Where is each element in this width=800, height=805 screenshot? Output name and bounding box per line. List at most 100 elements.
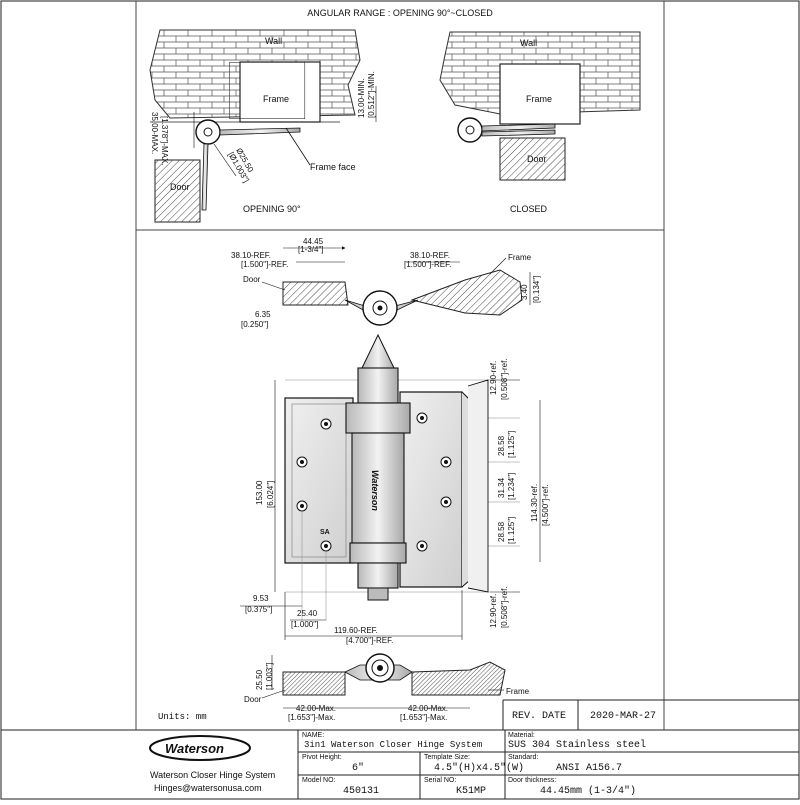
front-view: Waterson SA 12.90-ref. [0.508"]-ref. 28.…: [240, 333, 550, 645]
material-label: Material:: [508, 732, 535, 739]
name-value: 3in1 Waterson Closer Hinge System: [304, 740, 483, 750]
angular-range-title: ANGULAR RANGE : OPENING 90°~CLOSED: [307, 8, 493, 18]
template-value: 4.5"(H)x4.5"(W): [434, 763, 525, 774]
dim-leaf-ref-in: [4.500"]-ref.: [541, 484, 550, 526]
bottom-dim-height: 25.50: [255, 669, 264, 690]
dim-height-in: [6.024"]: [266, 481, 275, 508]
plan-frame-label: Frame: [508, 253, 532, 262]
model-label: Model NO:: [302, 777, 336, 784]
dim-width-ref-in: [4.700"]-REF.: [346, 636, 393, 645]
serial-value: K51MP: [456, 786, 487, 797]
adjust-screw: [367, 587, 389, 601]
screw-holes-right: [416, 412, 452, 552]
template-label: Template Size:: [424, 754, 470, 761]
closed-view: Wall Frame Door CLOSED: [439, 31, 641, 214]
dim-edge-in: [0.375"]: [245, 605, 272, 614]
plan-dim-width: 44.45: [303, 237, 324, 246]
door-thickness-value: 44.45mm (1-3/4"): [540, 786, 637, 797]
frame-right: [499, 63, 581, 125]
bottom-frame-label: Frame: [506, 687, 530, 696]
dim-13-min: 13.00-MIN.: [357, 78, 366, 118]
bottom-door-label: Door: [244, 695, 262, 704]
knuckle-body: [351, 432, 405, 544]
standard-value: ANSI A156.7: [556, 763, 623, 774]
units-note: Units: mm: [158, 712, 207, 722]
finial-top: [361, 333, 395, 369]
door-right: [499, 137, 566, 181]
plan-frame: [410, 269, 523, 316]
pivot-value: 6": [352, 763, 365, 774]
opening-90-view: Wall Frame Door Frame face OPENING 90° 3…: [149, 29, 377, 223]
leaf-door-left: [201, 143, 209, 211]
dim-width-ref: 119.60-REF.: [334, 626, 378, 635]
plan-ref-left: 38.10-REF.: [231, 251, 271, 260]
model-value: 450131: [343, 786, 380, 797]
serial-label: Serial NO:: [424, 777, 457, 784]
bottom-max-left: 42.00-Max.: [296, 704, 336, 713]
rev-label: REV. DATE: [512, 711, 567, 722]
knuckle-bottom: [357, 562, 399, 589]
company-email: Hinges@watersonusa.com: [154, 783, 262, 793]
plan-gap: 3.40: [520, 284, 529, 300]
pivot-label: Pivot Height:: [302, 754, 342, 761]
waterson-logo: Waterson: [149, 735, 251, 761]
dim-bottom-ref: 12.90-ref.: [489, 594, 498, 628]
dim-bottom-ref-in: [0.508"]-ref.: [500, 586, 509, 628]
dim-hole-spacing-in: [1.000"]: [291, 620, 318, 629]
plan-ref-left-in: [1.500"]-REF.: [241, 260, 288, 269]
plan-offset-in: [0.250"]: [241, 320, 268, 329]
company-name: Waterson Closer Hinge System: [150, 770, 276, 780]
dim-hole-b-in: [1.234"]: [507, 473, 516, 500]
bottom-view: 25.50 [1.003"] Door Frame 42.00-Max. [1.…: [244, 653, 530, 722]
wall-label-left: Wall: [265, 36, 282, 46]
brand-name: Waterson: [165, 741, 224, 756]
bottom-max-right-in: [1.653"]-Max.: [400, 713, 447, 722]
dim-edge: 9.53: [253, 594, 269, 603]
dim-13-min-in: [0.512"]-MIN.: [367, 71, 376, 118]
knuckle-top: [357, 367, 399, 404]
frame-left: [239, 61, 321, 123]
plan-door-label: Door: [243, 275, 261, 284]
title-block-grid: [1, 699, 799, 799]
frame-label-right: Frame: [526, 94, 552, 104]
bottom-max-right: 42.00-Max.: [408, 704, 448, 713]
bottom-door: [282, 671, 346, 696]
frame-label-left: Frame: [263, 94, 289, 104]
plan-gap-in: [0.134"]: [532, 276, 541, 303]
dim-hole-b: 31.34: [497, 477, 506, 498]
door-label-right: Door: [527, 154, 547, 164]
rev-date: 2020-MAR-27: [590, 711, 657, 722]
bottom-dim-height-in: [1.003"]: [265, 663, 274, 690]
plan-dim-width-in: [1-3/4"]: [298, 245, 324, 254]
bottom-frame: [411, 661, 506, 696]
wall-label-right: Wall: [520, 38, 537, 48]
screw-holes-left: [296, 418, 332, 552]
bottom-max-left-in: [1.653"]-Max.: [288, 713, 335, 722]
door-thickness-label: Door thickness:: [508, 777, 557, 784]
closed-caption: CLOSED: [510, 204, 548, 214]
sa-stamp: SA: [320, 529, 330, 536]
plan-offset: 6.35: [255, 310, 271, 319]
material-value: SUS 304 Stainless steel: [508, 740, 647, 751]
standard-label: Standard:: [508, 754, 539, 761]
name-label: NAME:: [302, 732, 325, 739]
dim-hole-c-in: [1.125"]: [507, 517, 516, 544]
dim-35-max: 35.00-MAX.: [150, 112, 159, 154]
door-label-left: Door: [170, 182, 190, 192]
leaf-frame-left: [219, 127, 301, 136]
dim-hole-spacing: 25.40: [297, 609, 318, 618]
knuckle-logo: Waterson: [370, 470, 380, 511]
opening-90-caption: OPENING 90°: [243, 204, 301, 214]
plan-ref-right: 38.10-REF.: [410, 251, 450, 260]
plan-ref-right-in: [1.500"]-REF.: [404, 260, 451, 269]
frame-face-label: Frame face: [310, 162, 356, 172]
dim-hole-a-in: [1.125"]: [507, 431, 516, 458]
dim-leaf-ref: 114.30-ref.: [530, 484, 539, 522]
front-left-leaf: [284, 397, 354, 564]
dim-hole-a: 28.58: [497, 435, 506, 456]
door-left: [154, 159, 201, 223]
plan-door: [282, 281, 349, 306]
